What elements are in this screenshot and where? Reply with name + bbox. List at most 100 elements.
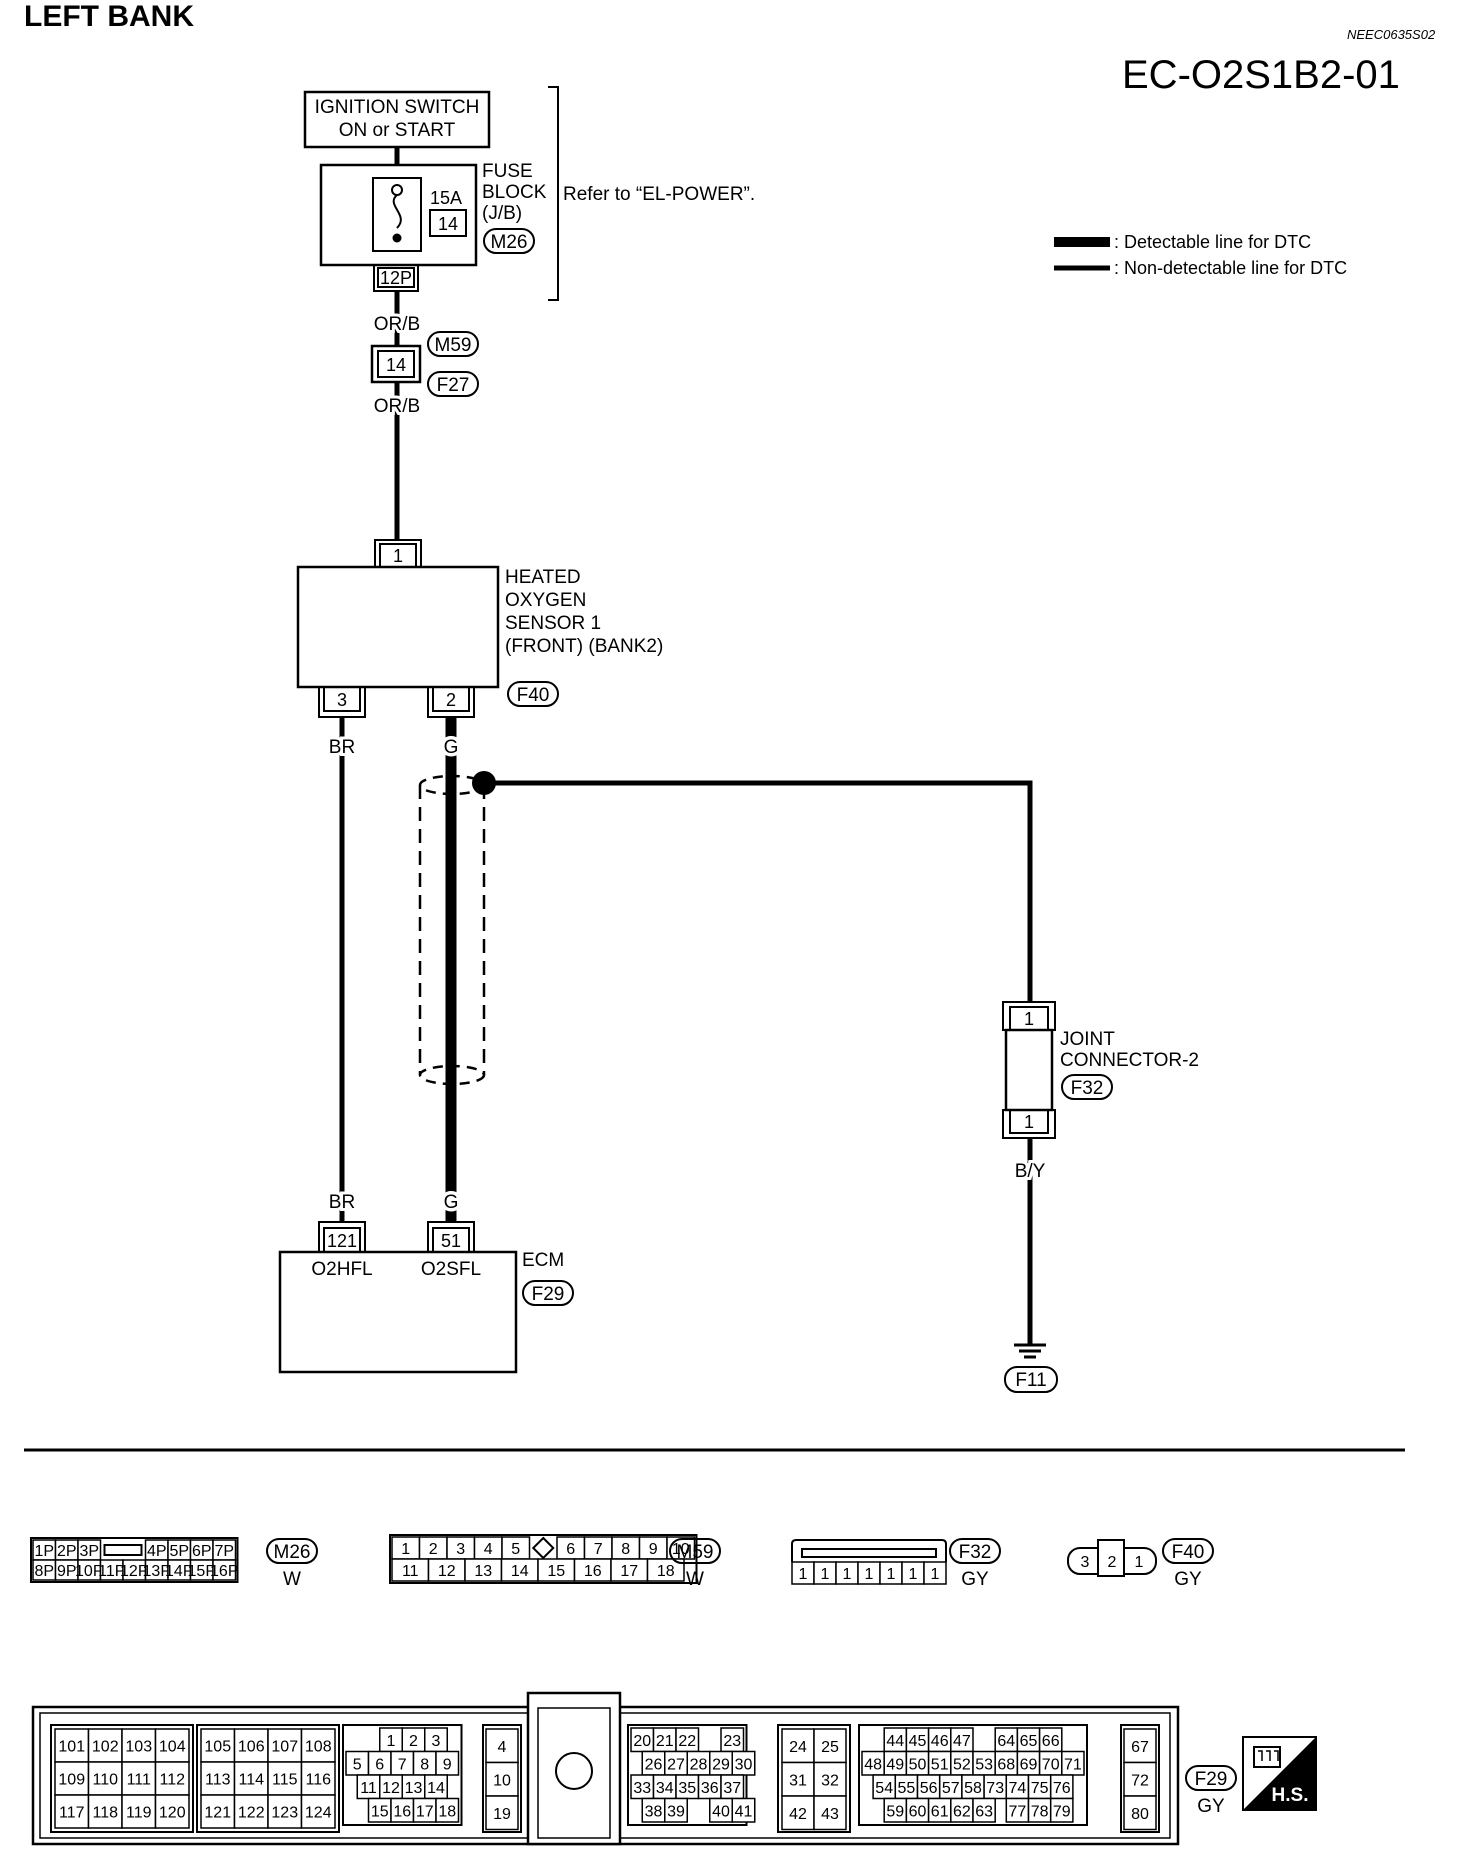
ecm-terminal-b: O2SFL: [421, 1259, 481, 1280]
f29-pin-label: 37: [723, 1780, 741, 1797]
f29-center-bolt-icon: [555, 1752, 593, 1790]
f32-pin-label: 1: [865, 1566, 874, 1583]
f29-pin-cell: [300, 1794, 336, 1829]
fuse-block: 15A 14 FUSE BLOCK (J/B) M26 Refer to “EL…: [319, 86, 755, 301]
f29-pin-label: 106: [238, 1739, 265, 1756]
f29-pin-cell: [435, 1797, 460, 1823]
f29-pin-label: 59: [886, 1803, 904, 1820]
f29-pin-cell: [1123, 1795, 1157, 1831]
f29-pin-label: 123: [271, 1805, 298, 1822]
f29-pin-label: 63: [975, 1803, 993, 1820]
f32-badge: [949, 1538, 1001, 1564]
m59-pin-label: 17: [620, 1563, 638, 1580]
f29-pin-label: 105: [204, 1739, 231, 1756]
hs-label: H.S.: [1272, 1785, 1309, 1806]
f29-pin-label: 21: [656, 1733, 674, 1750]
f29-pin-label: 11: [360, 1780, 377, 1797]
f29-pin-label: 4: [498, 1739, 507, 1756]
m26-pin-label: 16P: [210, 1563, 238, 1580]
f29-pin-label: 120: [159, 1805, 186, 1822]
fuse-refer-bracket: [548, 86, 559, 301]
f29-pin-label: 50: [909, 1756, 927, 1773]
fuse-label-line2: BLOCK: [482, 182, 547, 203]
m26-pin-label: 15P: [188, 1563, 216, 1580]
f32-color: GY: [961, 1569, 989, 1590]
f29-pin-label: 16: [393, 1803, 411, 1820]
sensor-label-line1: HEATED: [505, 567, 581, 588]
m26-pin-label: 4P: [147, 1543, 167, 1560]
m26-lock-icon: [103, 1544, 143, 1556]
sensor-connector-id: F40: [517, 685, 550, 706]
f29-pin-label: 80: [1131, 1806, 1149, 1823]
f29-pin-label: 17: [416, 1803, 434, 1820]
f29-pin-label: 75: [1031, 1780, 1049, 1797]
fuse-number: 14: [438, 214, 458, 234]
f29-pin-cell: [154, 1728, 190, 1763]
f29-pin-label: 38: [645, 1803, 663, 1820]
f29-pin-label: 102: [92, 1739, 119, 1756]
fuse-top-terminal: [391, 184, 403, 196]
sensor-pin-top: 1: [393, 546, 403, 566]
f29-pin-label: 3: [432, 1733, 441, 1750]
m26-pin-label: 2P: [57, 1543, 77, 1560]
f29-pin-label: 115: [272, 1772, 298, 1789]
f29-pin-label: 40: [712, 1803, 730, 1820]
f29-pin-label: 117: [59, 1805, 85, 1822]
f29-pin-cell: [233, 1761, 269, 1796]
f29-pin-label: 10: [493, 1772, 511, 1789]
f29-pin-cell: [200, 1794, 236, 1829]
f29-pin-label: 19: [493, 1806, 511, 1823]
m59-pin-label: 13: [474, 1563, 492, 1580]
mid-connector-id-a: M59: [435, 335, 472, 356]
f29-pin-label: 30: [735, 1756, 753, 1773]
m26-pin-label: 12P: [120, 1563, 148, 1580]
f29-pin-label: 56: [920, 1780, 938, 1797]
f29-pin-label: 2: [409, 1733, 418, 1750]
ground-connector-id: F11: [1015, 1370, 1046, 1391]
f29-pin-label: 32: [821, 1772, 839, 1789]
reference-code: NEEC0635S02: [1347, 27, 1436, 42]
m59-id: M59: [677, 1542, 714, 1563]
f29-pin-label: 69: [1020, 1756, 1038, 1773]
fuse-connector-id: M26: [491, 232, 528, 253]
wire-orb-bottom-label: OR/B: [374, 396, 420, 417]
legend-detectable-label: : Detectable line for DTC: [1114, 232, 1311, 252]
f29-pin-label: 79: [1053, 1803, 1071, 1820]
f29-pin-label: 20: [633, 1733, 651, 1750]
f29-pin-label: 111: [127, 1772, 151, 1789]
f29-pin-label: 77: [1009, 1803, 1027, 1820]
m26-pin-label: 6P: [192, 1543, 212, 1560]
m59-pin-label: 11: [402, 1563, 419, 1580]
f29-pin-label: 64: [997, 1733, 1015, 1750]
wire-orb-top-label: OR/B: [374, 314, 420, 335]
f29-pin-label: 62: [953, 1803, 971, 1820]
fuse-refer-text: Refer to “EL-POWER”.: [563, 184, 755, 205]
sensor-label-line3: SENSOR 1: [505, 613, 601, 634]
diagram-id: EC-O2S1B2-01: [1122, 53, 1400, 97]
m59-pin-label: 10: [672, 1541, 690, 1558]
ground-icon: F11: [1004, 1343, 1058, 1393]
f29-pin-label: 118: [92, 1805, 118, 1822]
wire-by-label: B/Y: [1015, 1161, 1046, 1182]
f29-pin-label: 65: [1020, 1733, 1038, 1750]
m59-pin-label: 8: [621, 1541, 630, 1558]
m59-badge: [669, 1538, 721, 1564]
f29-pin-label: 47: [953, 1733, 971, 1750]
f29-pin-label: 23: [723, 1733, 741, 1750]
mid-connector-id-b: F27: [437, 375, 470, 396]
m26-pin-label: 9P: [57, 1563, 77, 1580]
f32-id: F32: [959, 1542, 992, 1563]
f29-pin-label: 25: [821, 1739, 839, 1756]
f29-pin-cell: [121, 1794, 157, 1829]
f29-pin-cell: [300, 1761, 336, 1796]
f40-color: GY: [1174, 1569, 1202, 1590]
sensor-pin-right: 2: [446, 690, 456, 710]
f29-pin-label: 31: [789, 1772, 807, 1789]
f29-pin-cell: [1049, 1797, 1074, 1823]
f29-pin-cell: [781, 1728, 815, 1764]
fuse-bottom-terminal: [392, 233, 402, 243]
m59-pin-label: 7: [594, 1541, 603, 1558]
f32-pin-label: 1: [821, 1566, 830, 1583]
ecm-connector-id: F29: [532, 1284, 565, 1305]
